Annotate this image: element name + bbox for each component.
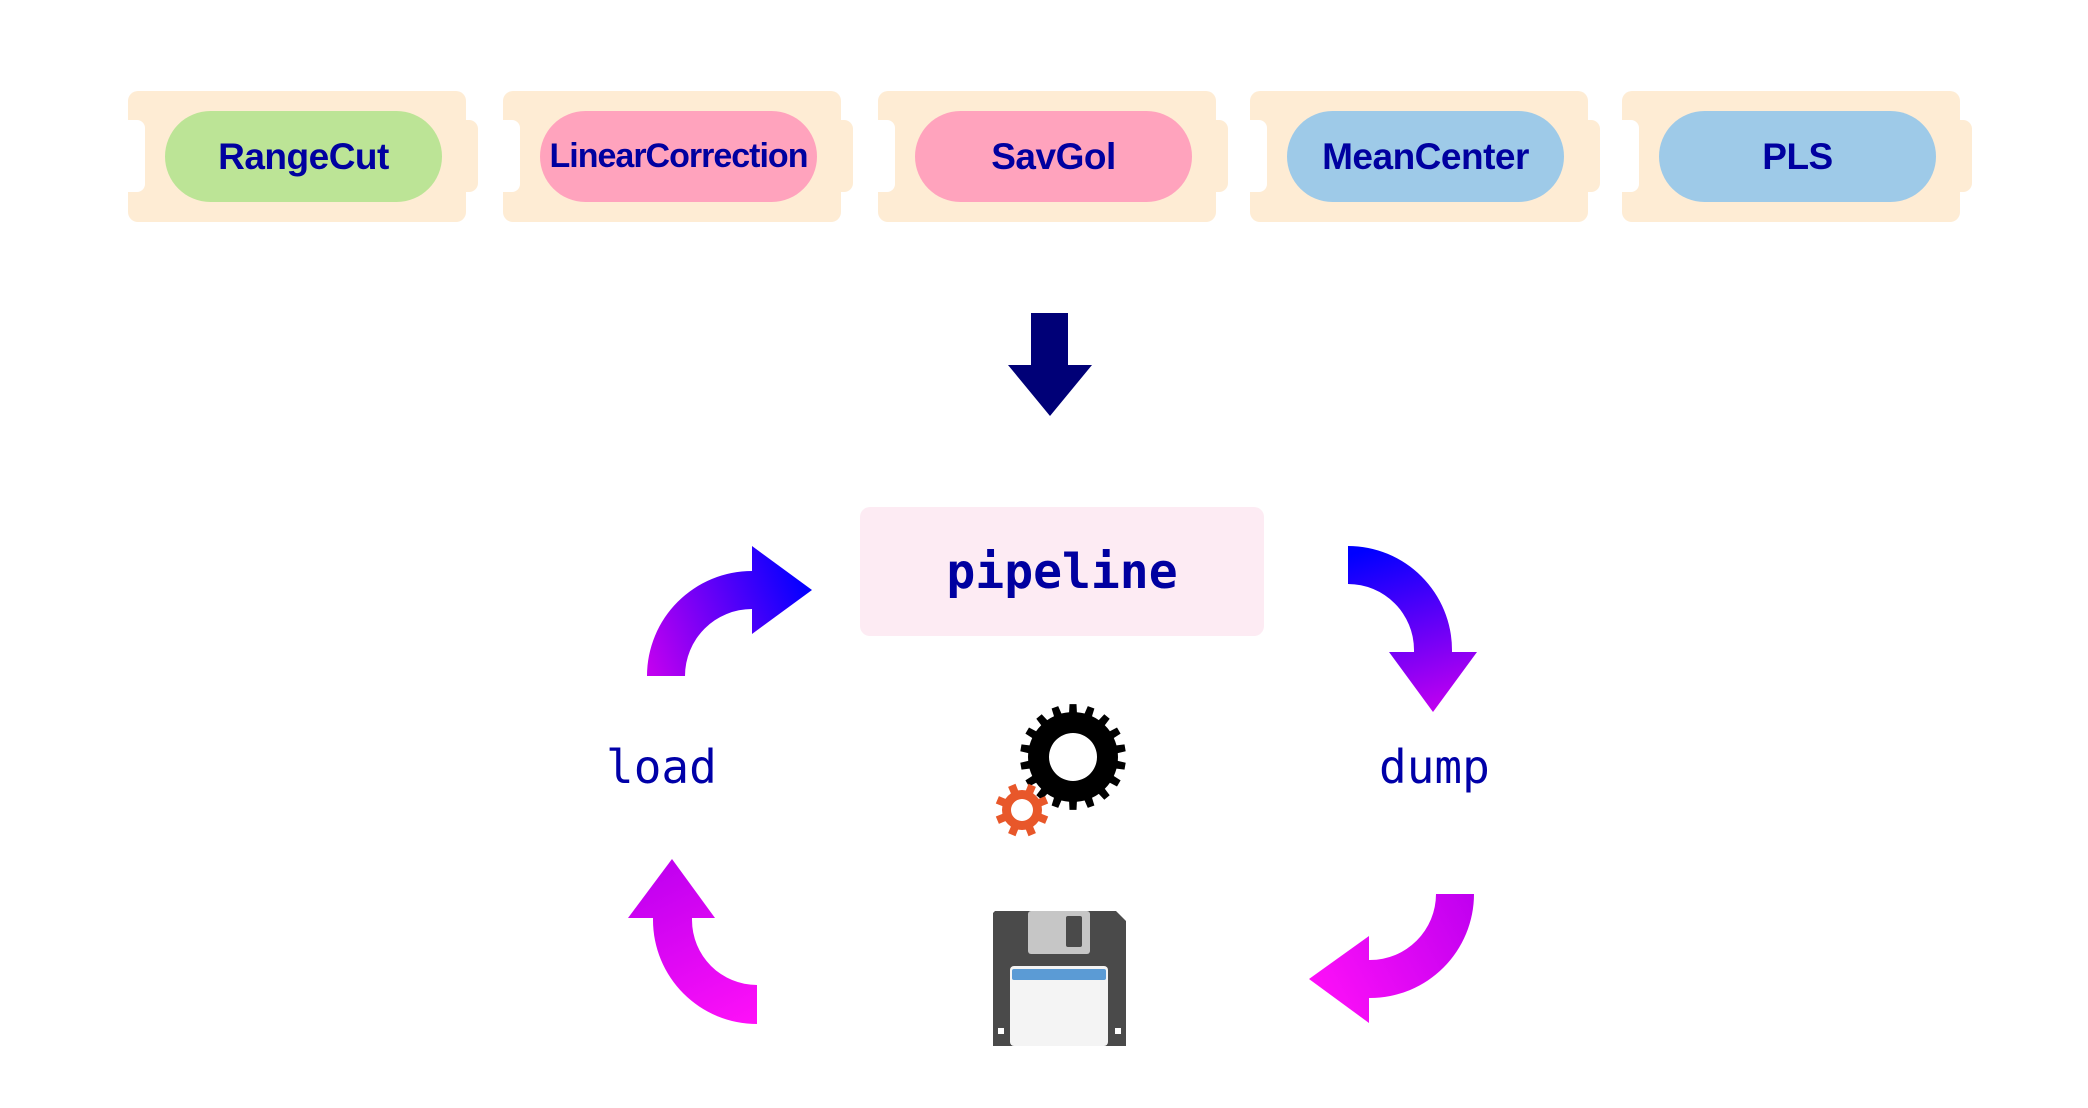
- block-linearcorrection[interactable]: LinearCorrection: [503, 91, 853, 222]
- block-label: LinearCorrection: [540, 111, 817, 202]
- block-rangecut[interactable]: RangeCut: [128, 91, 478, 222]
- pipeline-label: pipeline: [946, 543, 1178, 600]
- block-savgol[interactable]: SavGol: [878, 91, 1228, 222]
- block-tab: [1952, 120, 1972, 192]
- block-pls[interactable]: PLS: [1622, 91, 1972, 222]
- block-notch: [1622, 120, 1639, 192]
- gears-icon: [995, 704, 1126, 837]
- block-meancenter[interactable]: MeanCenter: [1250, 91, 1600, 222]
- block-notch: [878, 120, 895, 192]
- curved-arrow-load-to-pipeline-icon: [647, 546, 812, 676]
- block-label: SavGol: [915, 111, 1192, 202]
- dump-label: dump: [1379, 740, 1490, 794]
- block-notch: [128, 120, 145, 192]
- block-tab: [458, 120, 478, 192]
- block-tab: [1208, 120, 1228, 192]
- block-notch: [1250, 120, 1267, 192]
- curved-arrow-pipeline-to-dump-icon: [1348, 546, 1477, 712]
- block-tab: [833, 120, 853, 192]
- load-label: load: [606, 740, 717, 794]
- block-label: MeanCenter: [1287, 111, 1564, 202]
- floppy-disk-icon: [993, 911, 1126, 1046]
- block-label: PLS: [1659, 111, 1936, 202]
- large-gear-icon: [1020, 704, 1126, 810]
- pipeline-box[interactable]: pipeline: [860, 507, 1264, 636]
- block-notch: [503, 120, 520, 192]
- block-tab: [1580, 120, 1600, 192]
- curved-arrow-dump-to-disk-icon: [1309, 894, 1474, 1023]
- curved-arrow-disk-to-load-icon: [628, 859, 757, 1024]
- down-arrow-icon: [1008, 313, 1092, 416]
- small-gear-icon: [995, 783, 1049, 837]
- block-label: RangeCut: [165, 111, 442, 202]
